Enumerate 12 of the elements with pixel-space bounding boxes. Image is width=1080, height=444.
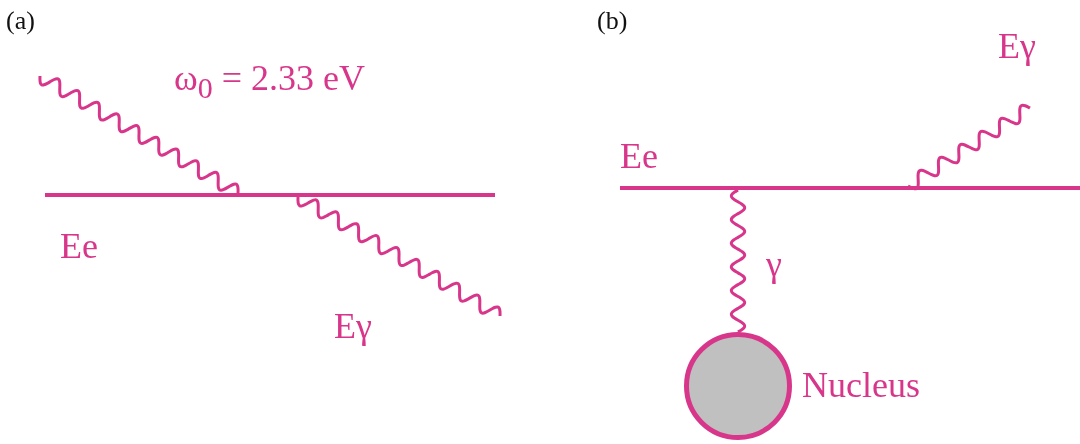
edge-label: γ bbox=[766, 246, 782, 282]
panel-label: (b) bbox=[597, 8, 628, 34]
photon-label: Eγ bbox=[334, 308, 372, 344]
photon-wavy-line bbox=[38, 75, 240, 194]
photon-wavy-line bbox=[729, 188, 747, 334]
photon-label: Eγ bbox=[998, 28, 1036, 64]
node-label: Nucleus bbox=[802, 367, 920, 403]
node-label: Ee bbox=[620, 138, 658, 174]
panel-label: (a) bbox=[6, 8, 35, 34]
energy-label: ω$_{0}$ = 2.33 eV bbox=[174, 60, 365, 104]
photon-wavy-line bbox=[296, 196, 502, 318]
node-label: Ee bbox=[60, 228, 98, 264]
